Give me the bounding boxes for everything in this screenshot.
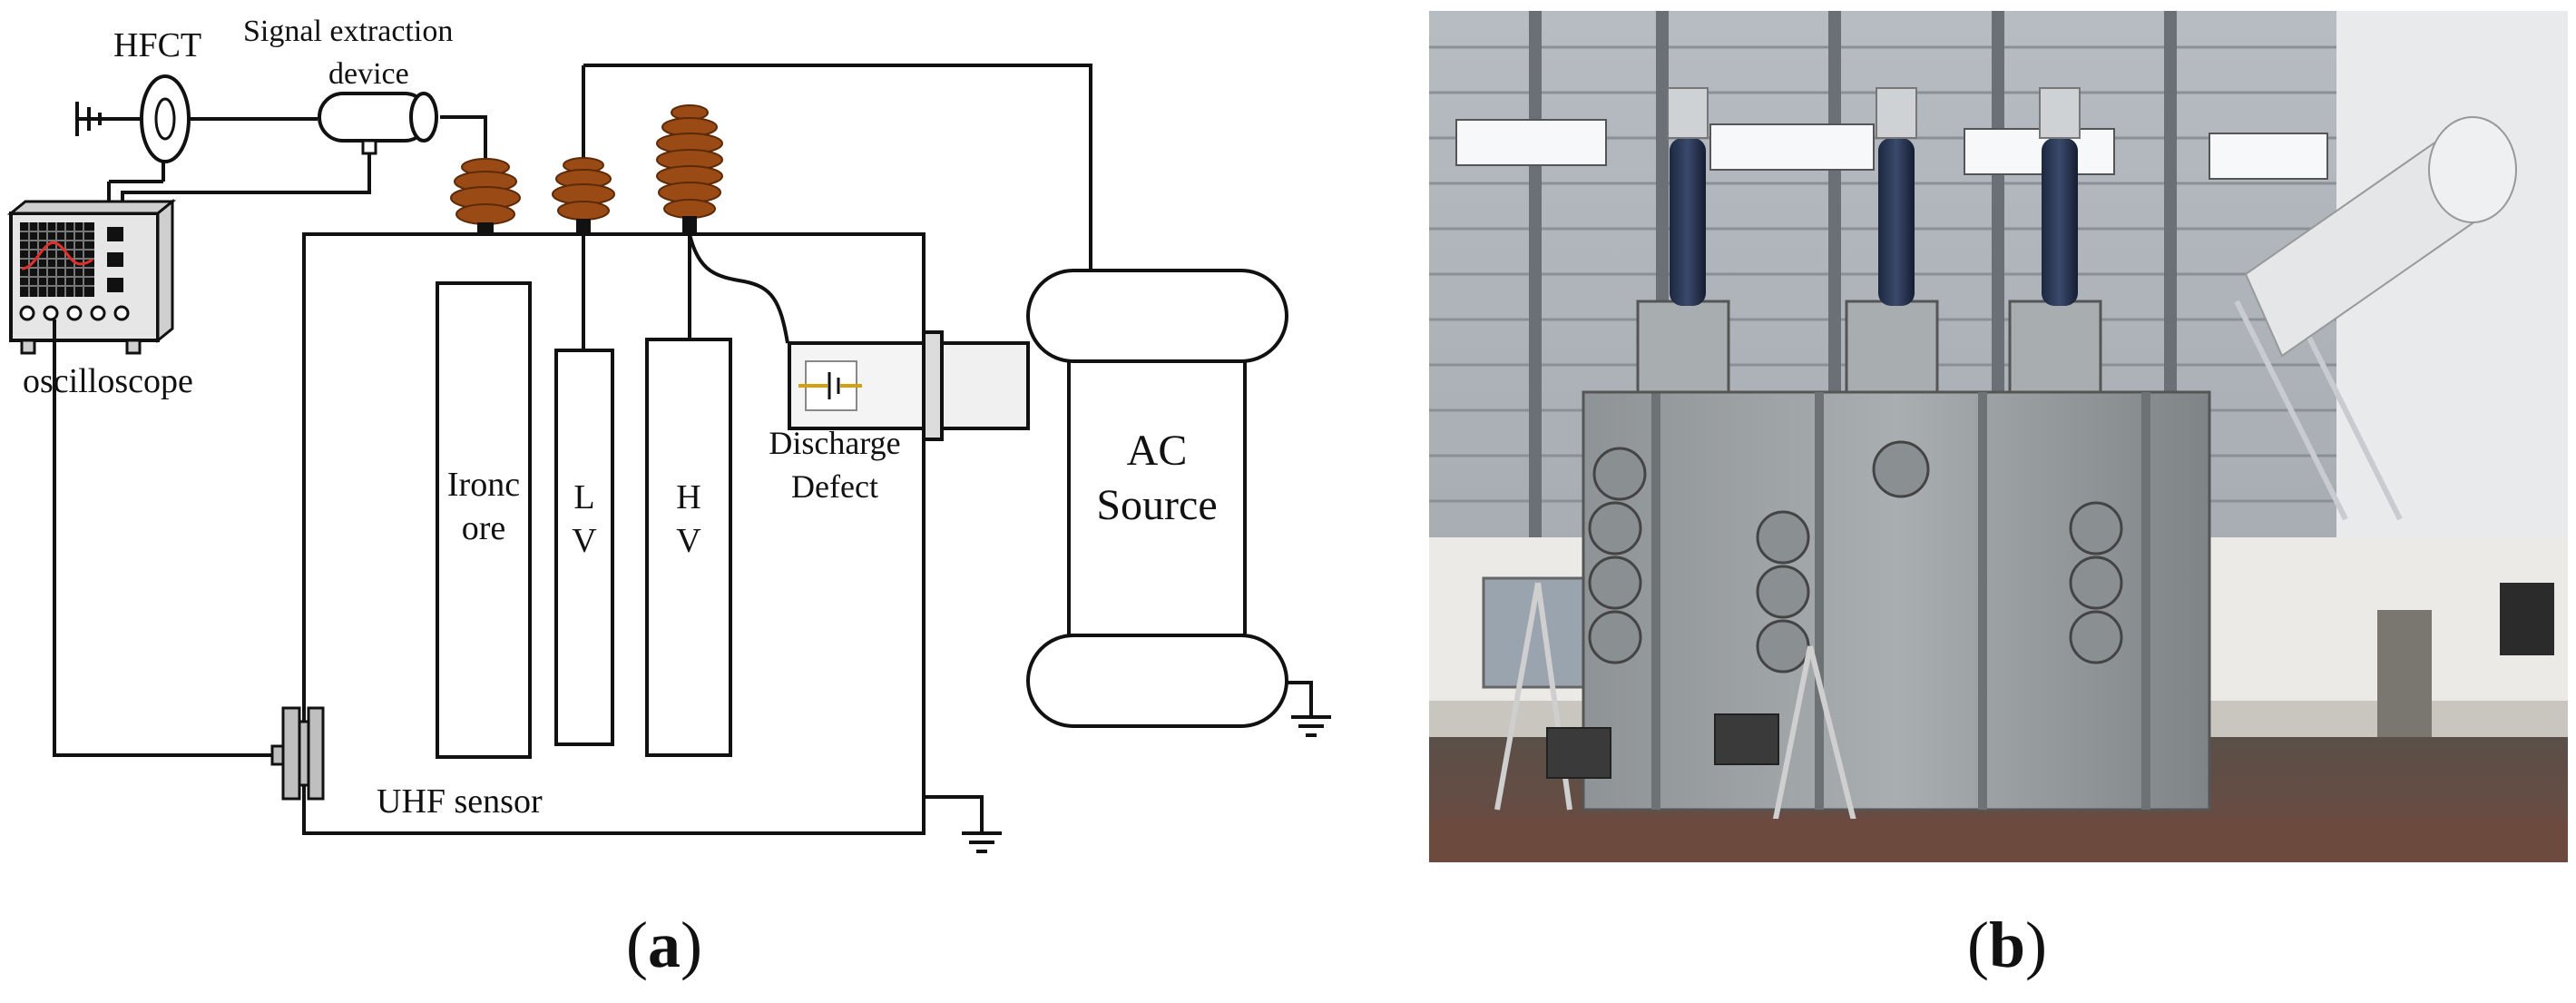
- lv-label-2: V: [572, 522, 597, 560]
- hv-label-1: H: [676, 478, 700, 516]
- hv-lead-wire: [688, 233, 789, 344]
- uhf-sensor-wire: [53, 320, 272, 757]
- ac-source-label-2: Source: [1096, 481, 1217, 529]
- signal-extraction-label-2: device: [328, 57, 409, 91]
- panel-a-label: (a): [626, 909, 702, 981]
- iron-core-label-1: Ironc: [447, 466, 520, 504]
- panel-b-label: (b): [1967, 909, 2048, 981]
- hfct-branch: [75, 102, 318, 213]
- test-circuit-diagram: HFCT Signal extraction device oscillosco…: [6, 15, 1331, 853]
- oscilloscope-label: oscilloscope: [23, 362, 193, 400]
- bushing-lv-icon: [552, 65, 615, 350]
- bushing-iron-core-icon: [450, 158, 521, 234]
- uhf-sensor-label: UHF sensor: [377, 782, 543, 821]
- lv-label-1: L: [573, 478, 594, 516]
- oscilloscope-icon: [6, 198, 177, 355]
- discharge-defect-icon: [788, 330, 1030, 441]
- ac-source-label-1: AC: [1127, 427, 1188, 475]
- hfct-label: HFCT: [113, 26, 201, 64]
- bushing-hv-icon: [656, 104, 723, 339]
- hfct-icon: [140, 74, 191, 163]
- uhf-sensor-icon: [270, 706, 325, 801]
- signal-extraction-label-1: Signal extraction: [243, 15, 453, 48]
- tank-ground-icon: [924, 795, 1002, 853]
- hv-label-2: V: [676, 522, 701, 560]
- ac-ground-icon: [1287, 681, 1331, 737]
- hv-winding: [645, 338, 732, 757]
- discharge-defect-label-2: Defect: [791, 468, 878, 505]
- lv-winding: [554, 349, 614, 746]
- ac-source-icon: [1026, 269, 1288, 728]
- transformer-photo: [1429, 11, 2568, 862]
- iron-core: [436, 281, 532, 759]
- signal-extraction-device-icon: [318, 92, 438, 155]
- iron-core-label-2: ore: [462, 509, 506, 547]
- lv-lead-wire: [583, 64, 1092, 270]
- discharge-defect-label-1: Discharge: [769, 425, 900, 461]
